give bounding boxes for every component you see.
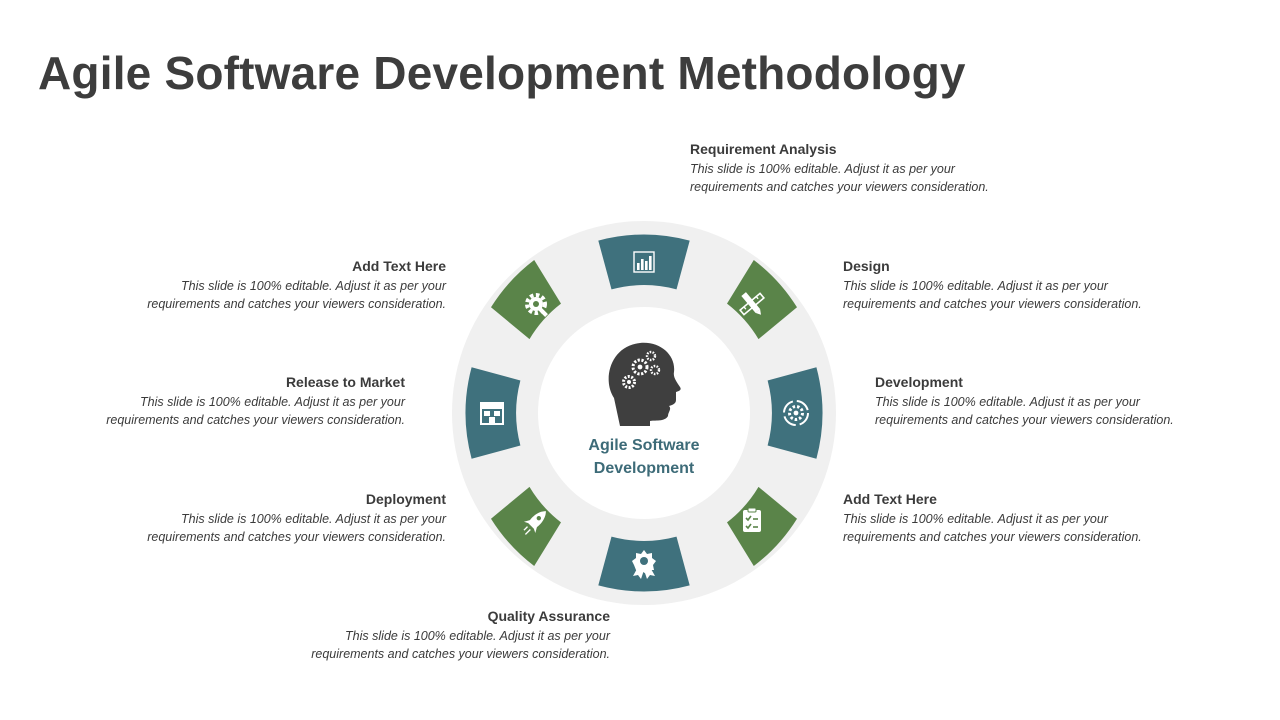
text-block-add-text-right: Add Text Here This slide is 100% editabl… — [843, 491, 1143, 546]
block-heading: Add Text Here — [843, 491, 937, 507]
text-block-design: Design This slide is 100% editable. Adju… — [843, 258, 1143, 313]
award-badge-icon — [632, 550, 656, 579]
block-heading: Quality Assurance — [487, 608, 610, 624]
text-block-development: Development This slide is 100% editable.… — [875, 374, 1175, 429]
text-block-add-text-left: Add Text Here This slide is 100% editabl… — [146, 258, 446, 313]
text-block-quality-assurance: Quality Assurance This slide is 100% edi… — [310, 608, 610, 663]
bar-chart-icon — [633, 251, 655, 273]
text-block-deployment: Deployment This slide is 100% editable. … — [146, 491, 446, 546]
storefront-icon — [480, 402, 504, 425]
block-heading: Add Text Here — [352, 258, 446, 274]
block-heading: Development — [875, 374, 963, 390]
text-block-requirement-analysis: Requirement Analysis This slide is 100% … — [690, 141, 990, 196]
pencil-ruler-icon — [738, 292, 766, 316]
block-body: This slide is 100% editable. Adjust it a… — [875, 395, 1174, 427]
block-heading: Deployment — [365, 491, 446, 507]
segment-requirement-analysis — [598, 234, 690, 290]
block-body: This slide is 100% editable. Adjust it a… — [311, 629, 610, 661]
checklist-icon — [743, 507, 761, 532]
head-gears-icon — [608, 342, 681, 426]
segment-add-text-right — [727, 486, 797, 566]
center-label-line1: Agile Software — [588, 437, 700, 454]
block-body: This slide is 100% editable. Adjust it a… — [690, 162, 989, 194]
segment-deployment — [491, 486, 561, 566]
page-title: Agile Software Development Methodology — [38, 47, 966, 99]
center-label: Agile Software Development — [544, 434, 744, 480]
gear-cycle-icon — [783, 400, 809, 426]
gear-wrench-icon — [525, 293, 548, 317]
block-body: This slide is 100% editable. Adjust it a… — [106, 395, 405, 427]
block-heading: Requirement Analysis — [690, 141, 837, 157]
block-body: This slide is 100% editable. Adjust it a… — [843, 512, 1142, 544]
block-heading: Design — [843, 258, 890, 274]
rocket-icon — [523, 511, 546, 535]
center-label-line2: Development — [593, 460, 695, 477]
block-body: This slide is 100% editable. Adjust it a… — [147, 279, 446, 311]
block-body: This slide is 100% editable. Adjust it a… — [843, 279, 1142, 311]
block-body: This slide is 100% editable. Adjust it a… — [147, 512, 446, 544]
block-heading: Release to Market — [285, 374, 405, 390]
segment-release-to-market — [465, 367, 521, 459]
text-block-release-to-market: Release to Market This slide is 100% edi… — [105, 374, 405, 429]
